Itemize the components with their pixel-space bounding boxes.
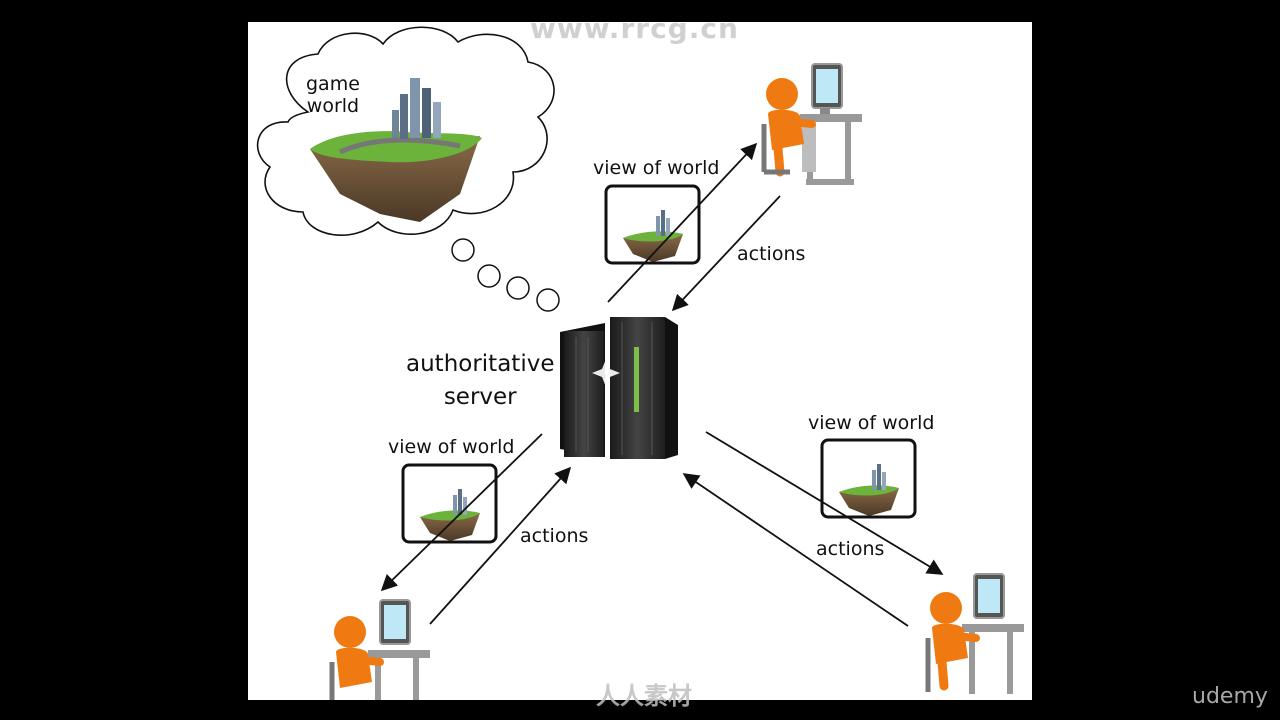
arrow-view-right [705, 431, 944, 575]
server-label-line2: server [443, 383, 517, 410]
view-box-left [401, 463, 498, 544]
slide: game world authoritative server view of … [248, 22, 1032, 700]
actions-label-left: actions [520, 525, 589, 547]
client-left-person-icon [329, 599, 430, 700]
server-label: authoritative server [406, 348, 554, 413]
watermark-bottom: 人人素材 [596, 682, 692, 710]
arrow-actions-left [429, 466, 572, 625]
arrow-actions-top [671, 195, 781, 312]
actions-label-right: actions [816, 538, 885, 560]
view-box-right [820, 438, 917, 519]
diagram [256, 26, 1024, 700]
server-label-line1: authoritative [406, 351, 555, 377]
arrow-view-top [607, 142, 758, 303]
server-icon [560, 317, 678, 459]
arrow-actions-right [682, 473, 909, 627]
client-top-person-icon [761, 63, 862, 185]
game-world-label-line1: game [306, 73, 360, 95]
view-of-world-label-right: view of world [808, 412, 935, 434]
game-world-island [310, 78, 482, 222]
game-world-label-line2: world [306, 94, 360, 117]
actions-label-top: actions [737, 243, 806, 265]
game-world-label: game world [306, 73, 360, 118]
client-right-person-icon [925, 573, 1024, 694]
watermark-top: www.rrcg.cn [530, 12, 739, 45]
view-box-top [604, 184, 701, 265]
view-of-world-label-left: view of world [388, 436, 515, 458]
udemy-brand: udemy [1192, 684, 1268, 709]
arrow-view-left [380, 433, 543, 592]
view-of-world-label-top: view of world [593, 157, 720, 179]
arrows [380, 142, 944, 627]
